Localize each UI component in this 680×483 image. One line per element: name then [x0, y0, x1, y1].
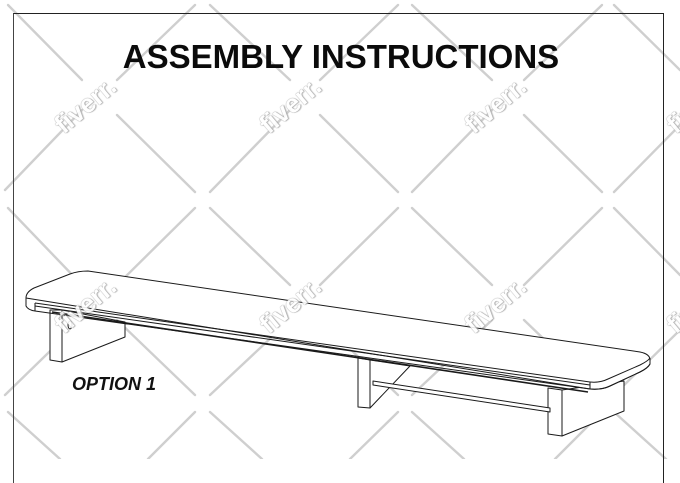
page-title: ASSEMBLY INSTRUCTIONS — [122, 38, 560, 75]
shelf-top — [25, 270, 651, 393]
page-border — [13, 13, 664, 483]
right-support — [547, 380, 625, 437]
left-support — [49, 309, 126, 363]
stretcher-rail — [372, 380, 551, 413]
shelf-drawing — [25, 270, 651, 437]
option-caption: OPTION 1 — [72, 374, 157, 394]
